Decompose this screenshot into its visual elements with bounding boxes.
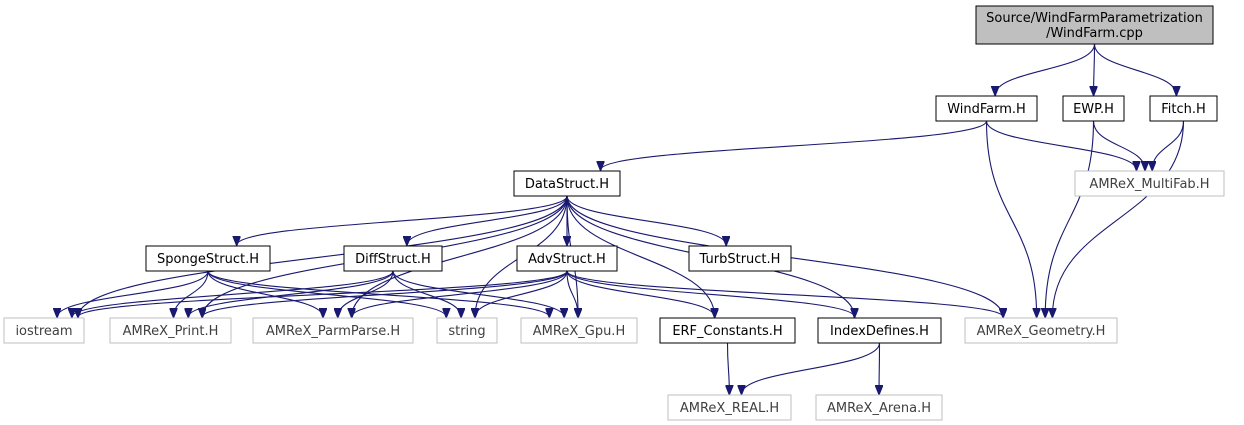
edges-layer (57, 43, 1185, 394)
node-box (935, 95, 1038, 122)
node-box (3, 317, 85, 344)
edge-ewp-h-to-geometry-h (1045, 120, 1095, 317)
edge-advstruct-h-to-parmparse-h (352, 270, 568, 317)
edge-indexdefines-h-to-real-h (742, 342, 881, 394)
edge-windfarm-h-to-geometry-h (985, 120, 1037, 317)
edge-datastruct-h-to-spongestruct-h (237, 195, 568, 245)
node-label: iostream (15, 324, 72, 339)
edge-advstruct-h-to-geometry-h (566, 270, 1003, 317)
node-box (688, 245, 792, 272)
edge-spongestruct-h-to-parmparse-h (207, 270, 323, 317)
node-box (1149, 95, 1218, 122)
node-box (817, 317, 942, 344)
edge-advstruct-h-to-gpu-h (566, 270, 578, 317)
node-turbstruct-h[interactable]: TurbStruct.H (688, 245, 792, 272)
node-box (516, 245, 618, 272)
edge-diffstruct-h-to-parmparse-h (338, 270, 394, 317)
edge-root-to-ewp-h (1094, 43, 1095, 95)
node-label: Source/WindFarmParametrization (986, 11, 1203, 26)
node-gpu-h: AMReX_Gpu.H (520, 317, 638, 344)
node-parmparse-h: AMReX_ParmParse.H (252, 317, 414, 344)
node-box (667, 394, 792, 421)
node-ewp-h[interactable]: EWP.H (1062, 95, 1125, 122)
node-label: TurbStruct.H (699, 252, 781, 267)
node-label: Fitch.H (1161, 102, 1206, 117)
node-label: string (448, 324, 485, 339)
edge-root-to-fitch-h (1093, 43, 1177, 95)
node-multifab-h: AMReX_MultiFab.H (1074, 170, 1225, 197)
node-label: AMReX_Print.H (123, 324, 219, 339)
node-arena-h: AMReX_Arena.H (815, 394, 943, 421)
node-box (815, 394, 943, 421)
edge-advstruct-h-to-indexdefines-h (566, 270, 855, 317)
node-label: AMReX_MultiFab.H (1089, 177, 1209, 192)
node-diffstruct-h[interactable]: DiffStruct.H (343, 245, 443, 272)
node-label: AdvStruct.H (528, 252, 606, 267)
node-box (659, 317, 796, 344)
node-box (1074, 170, 1225, 197)
edge-datastruct-h-to-iostream (78, 195, 568, 317)
edge-fitch-h-to-multifab-h (1152, 120, 1185, 170)
node-label: WindFarm.H (947, 102, 1026, 117)
node-box (109, 317, 232, 344)
node-label: AMReX_Arena.H (827, 401, 931, 416)
node-advstruct-h[interactable]: AdvStruct.H (516, 245, 618, 272)
edge-root-to-windfarm-h (995, 43, 1096, 95)
edge-advstruct-h-to-print-h (202, 270, 568, 317)
node-box (975, 5, 1214, 45)
node-box (1062, 95, 1125, 122)
edge-datastruct-h-to-erf-constants-h (566, 195, 715, 317)
edge-datastruct-h-to-turbstruct-h (566, 195, 726, 245)
node-print-h: AMReX_Print.H (109, 317, 232, 344)
node-box (520, 317, 638, 344)
node-indexdefines-h[interactable]: IndexDefines.H (817, 317, 942, 344)
node-real-h: AMReX_REAL.H (667, 394, 792, 421)
edge-fitch-h-to-geometry-h (1052, 120, 1185, 317)
nodes-layer: Source/WindFarmParametrization/WindFarm.… (3, 5, 1225, 421)
edge-advstruct-h-to-erf-constants-h (566, 270, 715, 317)
node-label: AMReX_ParmParse.H (266, 324, 400, 339)
node-root[interactable]: Source/WindFarmParametrization/WindFarm.… (975, 5, 1214, 45)
node-erf-constants-h[interactable]: ERF_Constants.H (659, 317, 796, 344)
node-label: DiffStruct.H (355, 252, 431, 267)
edge-spongestruct-h-to-gpu-h (207, 270, 549, 317)
edge-erf-constants-h-to-real-h (728, 342, 730, 394)
edge-diffstruct-h-to-gpu-h (392, 270, 564, 317)
edge-ewp-h-to-multifab-h (1092, 120, 1146, 170)
node-box (145, 245, 271, 272)
node-box (436, 317, 498, 344)
edge-windfarm-h-to-multifab-h (985, 120, 1137, 170)
edge-spongestruct-h-to-iostream (57, 270, 209, 317)
edge-datastruct-h-to-diffstruct-h (407, 195, 568, 245)
edge-windfarm-h-to-datastruct-h (601, 120, 988, 170)
node-box (513, 170, 621, 197)
node-windfarm-h[interactable]: WindFarm.H (935, 95, 1038, 122)
edge-diffstruct-h-to-string (392, 270, 461, 317)
node-label: IndexDefines.H (830, 324, 929, 339)
node-string: string (436, 317, 498, 344)
edge-diffstruct-h-to-iostream (72, 270, 394, 317)
edge-diffstruct-h-to-print-h (188, 270, 394, 317)
node-box (252, 317, 414, 344)
node-label: AMReX_Geometry.H (977, 324, 1106, 339)
node-iostream: iostream (3, 317, 85, 344)
node-fitch-h[interactable]: Fitch.H (1149, 95, 1218, 122)
node-box (964, 317, 1118, 344)
node-geometry-h: AMReX_Geometry.H (964, 317, 1118, 344)
edge-advstruct-h-to-iostream (78, 270, 568, 317)
node-label: EWP.H (1073, 102, 1114, 117)
edge-advstruct-h-to-string (475, 270, 568, 317)
node-label: /WindFarm.cpp (1046, 26, 1143, 41)
node-label: AMReX_Gpu.H (533, 324, 625, 339)
edge-spongestruct-h-to-print-h (174, 270, 209, 317)
node-box (343, 245, 443, 272)
node-label: SpongeStruct.H (157, 252, 259, 267)
node-label: AMReX_REAL.H (680, 401, 779, 416)
node-spongestruct-h[interactable]: SpongeStruct.H (145, 245, 271, 272)
node-label: ERF_Constants.H (672, 324, 782, 339)
node-datastruct-h[interactable]: DataStruct.H (513, 170, 621, 197)
node-label: DataStruct.H (525, 177, 609, 192)
